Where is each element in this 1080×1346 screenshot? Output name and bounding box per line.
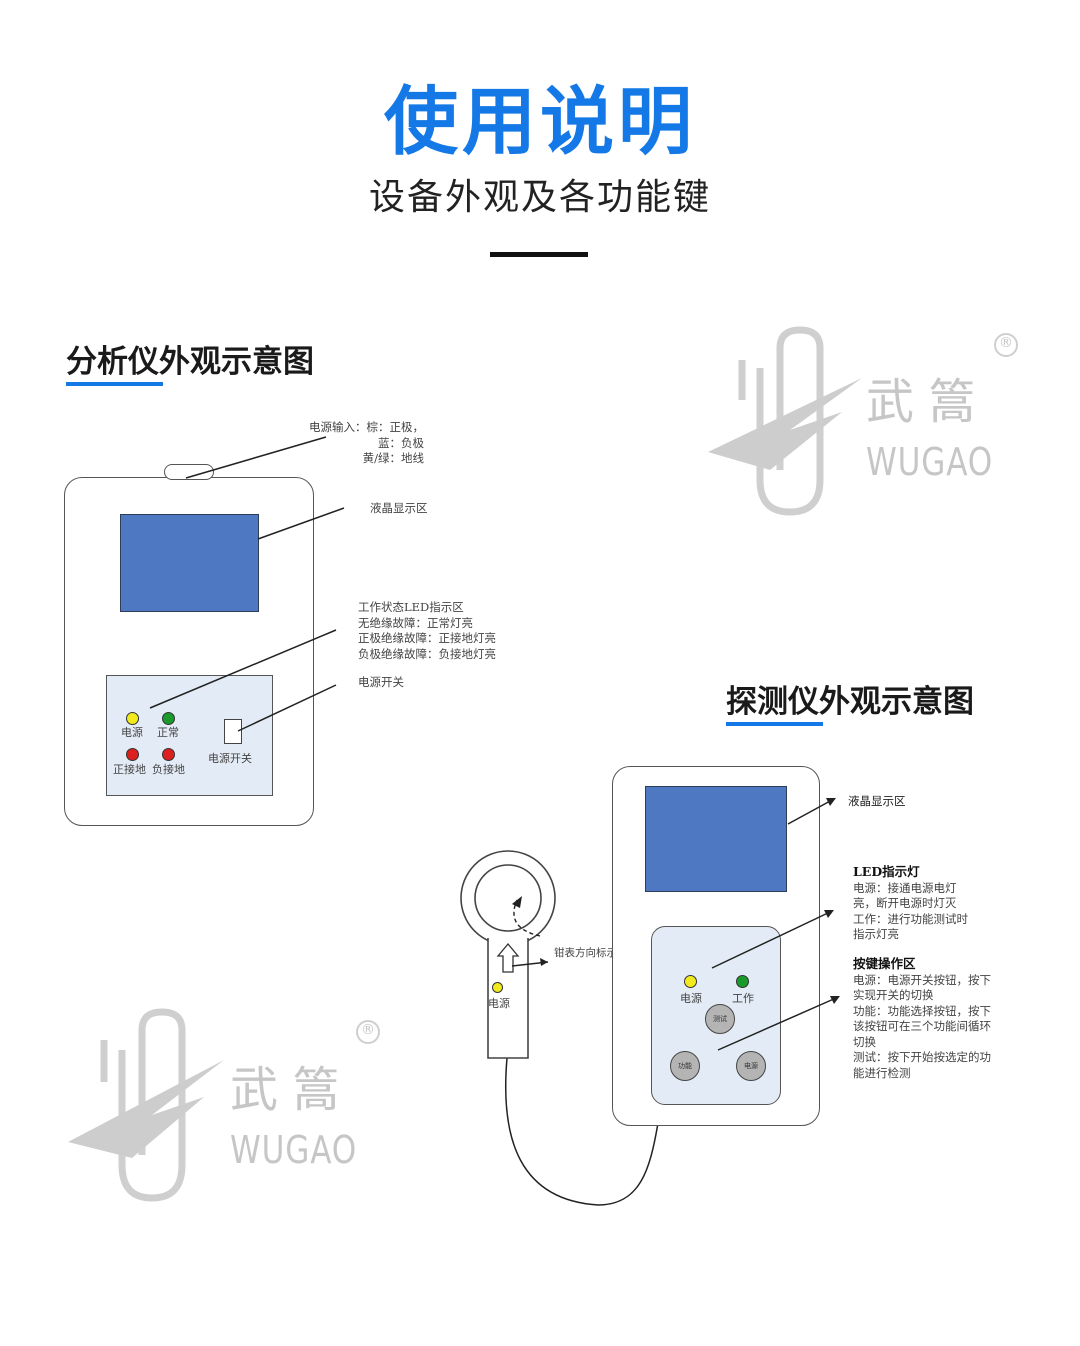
detector-led-power-label: 电源 [680, 992, 702, 1005]
watermark-brand-en-2: WUGAO [230, 1128, 358, 1172]
detector-led-work [736, 975, 749, 988]
analyzer-led-neg-ground [162, 748, 175, 761]
watermark-registered-2: ® [361, 1022, 375, 1038]
detector-led-power [684, 975, 697, 988]
detector-clamp-direction-note: 钳表方向标示 [554, 947, 617, 959]
analyzer-led-power-label: 电源 [121, 726, 143, 739]
analyzer-led-area-note: 工作状态LED指示区 无绝缘故障：正常灯亮 正极绝缘故障：正接地灯亮 负极绝缘故… [358, 600, 496, 661]
analyzer-power-switch-note: 电源开关 [358, 675, 404, 689]
analyzer-led-panel [106, 675, 273, 796]
detector-clamp-power-led [492, 982, 503, 993]
analyzer-lcd-screen [120, 514, 259, 612]
analyzer-led-pos-ground [126, 748, 139, 761]
detector-led-note: LED指示灯 电源：接通电源电灯 亮，断开电源时灯灭 工作：进行功能测试时 指示… [853, 864, 968, 941]
analyzer-section-title: 分析仪外观示意图 [66, 344, 314, 380]
watermark-brand-cn: 武篙 [866, 374, 991, 430]
watermark-logo-bottom [68, 1008, 224, 1202]
analyzer-power-switch-label: 电源开关 [208, 752, 252, 765]
analyzer-lcd-note: 液晶显示区 [370, 501, 428, 515]
analyzer-power-switch[interactable] [224, 719, 242, 744]
detector-section-title: 探测仪外观示意图 [726, 684, 974, 720]
analyzer-led-neg-ground-label: 负接地 [152, 763, 185, 776]
title-divider [490, 252, 588, 257]
detector-clamp-power-label: 电源 [488, 997, 510, 1010]
analyzer-led-pos-ground-label: 正接地 [113, 763, 146, 776]
watermark-logo-top [708, 326, 862, 516]
detector-lcd-note: 液晶显示区 [848, 794, 906, 808]
detector-led-work-label: 工作 [732, 992, 754, 1005]
analyzer-power-connector [164, 464, 214, 480]
analyzer-section-underline [66, 382, 163, 386]
analyzer-power-input-note: 电源输入：棕：正极， 蓝：负极 黄/绿：地线 [309, 420, 424, 465]
detector-section-underline [726, 722, 823, 726]
detector-lcd-screen [645, 786, 787, 892]
watermark-brand-en: WUGAO [866, 440, 994, 484]
detector-test-button[interactable]: 测试 [705, 1004, 735, 1034]
analyzer-led-power [126, 712, 139, 725]
watermark-registered: ® [999, 335, 1013, 351]
page-title: 使用说明 [384, 79, 696, 165]
analyzer-led-normal [162, 712, 175, 725]
detector-function-button[interactable]: 功能 [670, 1051, 700, 1081]
detector-keys-note: 按键操作区 电源：电源开关按钮，按下 实现开关的切换 功能：功能选择按钮，按下 … [853, 956, 991, 1080]
detector-power-button[interactable]: 电源 [736, 1051, 766, 1081]
page-subtitle: 设备外观及各功能键 [368, 177, 711, 218]
watermark-brand-cn-2: 武篙 [230, 1062, 355, 1118]
analyzer-led-normal-label: 正常 [157, 726, 179, 739]
